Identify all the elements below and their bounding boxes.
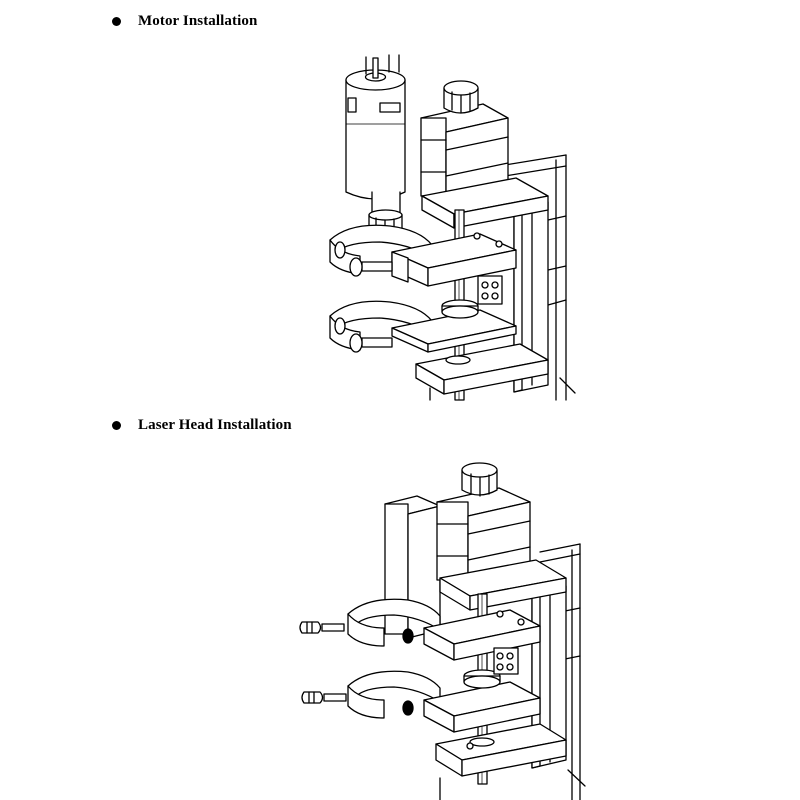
bearing-nut xyxy=(464,648,518,688)
section-heading-laser: Laser Head Installation xyxy=(112,417,292,434)
clamp-screw-icon xyxy=(350,258,392,276)
bullet-icon xyxy=(112,421,121,430)
laser-head-installation-figure xyxy=(300,463,585,800)
section-title: Motor Installation xyxy=(138,13,258,29)
bottom-mounting-plate xyxy=(436,724,566,776)
frame-lines xyxy=(440,544,585,800)
stepper-motor-icon xyxy=(437,463,530,580)
bolt-icon xyxy=(300,622,344,633)
section-title: Laser Head Installation xyxy=(138,417,292,433)
spindle-motor-icon xyxy=(346,55,405,236)
bearing-nut xyxy=(442,276,502,318)
clamp-screw-icon xyxy=(350,334,392,352)
motor-installation-figure xyxy=(330,55,575,400)
top-mounting-plate xyxy=(440,560,566,610)
bolt-icon xyxy=(302,692,346,703)
upper-clamp-bracket xyxy=(348,599,540,660)
lower-clamp-bracket xyxy=(348,671,540,732)
upper-clamp-bracket xyxy=(330,225,516,286)
bottom-mounting-plate xyxy=(416,344,548,394)
section-heading-motor: Motor Installation xyxy=(112,13,257,30)
frame-lines xyxy=(430,155,575,400)
stepper-motor-icon xyxy=(421,81,508,196)
bullet-icon xyxy=(112,17,121,26)
top-mounting-plate xyxy=(422,178,548,228)
lower-clamp-bracket xyxy=(330,301,516,352)
